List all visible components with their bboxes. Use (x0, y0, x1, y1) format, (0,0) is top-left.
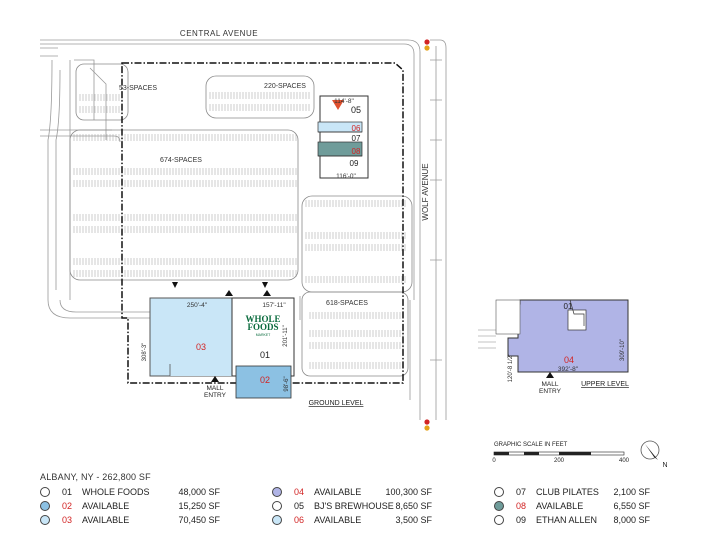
dim-120: 120'-8 1/2" (508, 354, 514, 383)
mall-entry-upper-2: ENTRY (539, 388, 562, 395)
dim-98: 98'-6" (284, 376, 290, 391)
legend-tenant-name: ETHAN ALLEN (536, 515, 598, 525)
parking-label-53: 53-SPACES (119, 85, 157, 92)
scale-400: 400 (619, 458, 630, 464)
legend-unit-code: 05 (294, 501, 305, 511)
legend-tenant-name: AVAILABLE (314, 487, 362, 497)
legend-square-feet: 2,100 SF (613, 487, 650, 497)
dim-157: 157'-11" (262, 302, 286, 309)
mall-upper-floor (478, 299, 629, 373)
parking-curbs (69, 63, 413, 377)
dim-308: 308'-3" (142, 343, 148, 362)
dim-201: 201'-11" (283, 325, 289, 347)
unit-01-label: 01 (260, 350, 270, 360)
legend-tenant-name: AVAILABLE (82, 501, 130, 511)
legend-item: 06 AVAILABLE 3,500 SF (272, 514, 492, 527)
unit-03-label: 03 (196, 342, 206, 352)
logo-line-1: WHOLE (245, 314, 280, 324)
legend-item: 09 ETHAN ALLEN 8,000 SF (494, 514, 714, 527)
legend-swatch (40, 515, 50, 525)
graphic-scale-label: GRAPHIC SCALE IN FEET (494, 442, 568, 448)
traffic-light-icon (424, 419, 430, 431)
legend-square-feet: 3,500 SF (395, 515, 432, 525)
legend-square-feet: 8,650 SF (395, 501, 432, 511)
legend-unit-code: 09 (516, 515, 527, 525)
legend-unit-code: 03 (62, 515, 73, 525)
mall-entry-ground-1: MALL (207, 385, 224, 392)
legend-square-feet: 48,000 SF (178, 487, 220, 497)
north-arrow-icon (640, 440, 660, 460)
legend-swatch (494, 487, 504, 497)
unit-06-label: 06 (352, 124, 361, 133)
dim-116: 116'-0" (336, 173, 356, 180)
dim-114: 114'-8" (334, 98, 354, 105)
logo-line-2: FOODS (247, 322, 278, 332)
legend-unit-code: 07 (516, 487, 527, 497)
legend-tenant-name: AVAILABLE (82, 515, 130, 525)
unit-04-label: 04 (564, 355, 574, 365)
wolf-avenue-label: WOLF AVENUE (421, 163, 430, 220)
legend-tenant-name: CLUB PILATES (536, 487, 599, 497)
legend-unit-code: 02 (62, 501, 73, 511)
legend-tenant-name: WHOLE FOODS (82, 487, 150, 497)
legend-square-feet: 70,450 SF (178, 515, 220, 525)
upper-level-label: UPPER LEVEL (581, 381, 629, 388)
legend-item: 02 AVAILABLE 15,250 SF (40, 500, 260, 513)
unit-01-upper-label: 01 (564, 302, 573, 311)
unit-02-label: 02 (260, 375, 270, 385)
road-lines (40, 39, 447, 420)
legend-swatch (494, 501, 504, 511)
legend-item: 04 AVAILABLE 100,300 SF (272, 486, 492, 499)
entry-markers (172, 282, 554, 382)
legend-swatch (272, 515, 282, 525)
legend-item: 03 AVAILABLE 70,450 SF (40, 514, 260, 527)
legend-swatch (272, 501, 282, 511)
dim-250: 250'-4" (187, 302, 208, 309)
scale-bar (493, 451, 625, 456)
legend-unit-code: 08 (516, 501, 527, 511)
dim-309: 309'-10" (620, 339, 626, 361)
dim-392: 392'-8" (558, 366, 579, 373)
mall-ground-floor (149, 297, 295, 399)
legend-unit-code: 06 (294, 515, 305, 525)
central-avenue-label: CENTRAL AVENUE (180, 29, 258, 38)
parking-stalls (73, 92, 406, 369)
legend-item: 07 CLUB PILATES 2,100 SF (494, 486, 714, 499)
scale-200: 200 (554, 458, 565, 464)
legend-title: ALBANY, NY - 262,800 SF (40, 472, 151, 482)
mall-entry-upper-1: MALL (542, 381, 559, 388)
parking-label-618: 618-SPACES (326, 300, 368, 307)
legend-square-feet: 8,000 SF (613, 515, 650, 525)
ground-level-label: GROUND LEVEL (309, 400, 364, 407)
legend-tenant-name: AVAILABLE (536, 501, 584, 511)
legend-square-feet: 15,250 SF (178, 501, 220, 511)
unit-07-label: 07 (352, 134, 361, 143)
logo-line-3: MARKET (256, 333, 271, 337)
legend-item: 08 AVAILABLE 6,550 SF (494, 500, 714, 513)
legend-swatch (40, 501, 50, 511)
legend-swatch (272, 487, 282, 497)
legend-square-feet: 6,550 SF (613, 501, 650, 511)
parking-label-674: 674-SPACES (160, 157, 202, 164)
whole-foods-logo: WHOLE FOODS MARKET (245, 314, 280, 337)
unit-08-label: 08 (352, 147, 361, 156)
legend-item: 01 WHOLE FOODS 48,000 SF (40, 486, 260, 499)
unit-09-label: 09 (350, 159, 359, 168)
legend-swatch (494, 515, 504, 525)
legend-tenant-name: BJ'S BREWHOUSE (314, 501, 394, 511)
north-label: N (662, 462, 667, 469)
legend-unit-code: 01 (62, 487, 73, 497)
mall-entry-ground-2: ENTRY (204, 392, 227, 399)
scale-0: 0 (492, 458, 496, 464)
legend-square-feet: 100,300 SF (385, 487, 432, 497)
legend-tenant-name: AVAILABLE (314, 515, 362, 525)
unit-05-label: 05 (351, 105, 361, 115)
traffic-light-icon (424, 39, 430, 51)
legend-unit-code: 04 (294, 487, 305, 497)
legend-swatch (40, 487, 50, 497)
pad-building (317, 95, 369, 179)
parking-label-220: 220-SPACES (264, 83, 306, 90)
